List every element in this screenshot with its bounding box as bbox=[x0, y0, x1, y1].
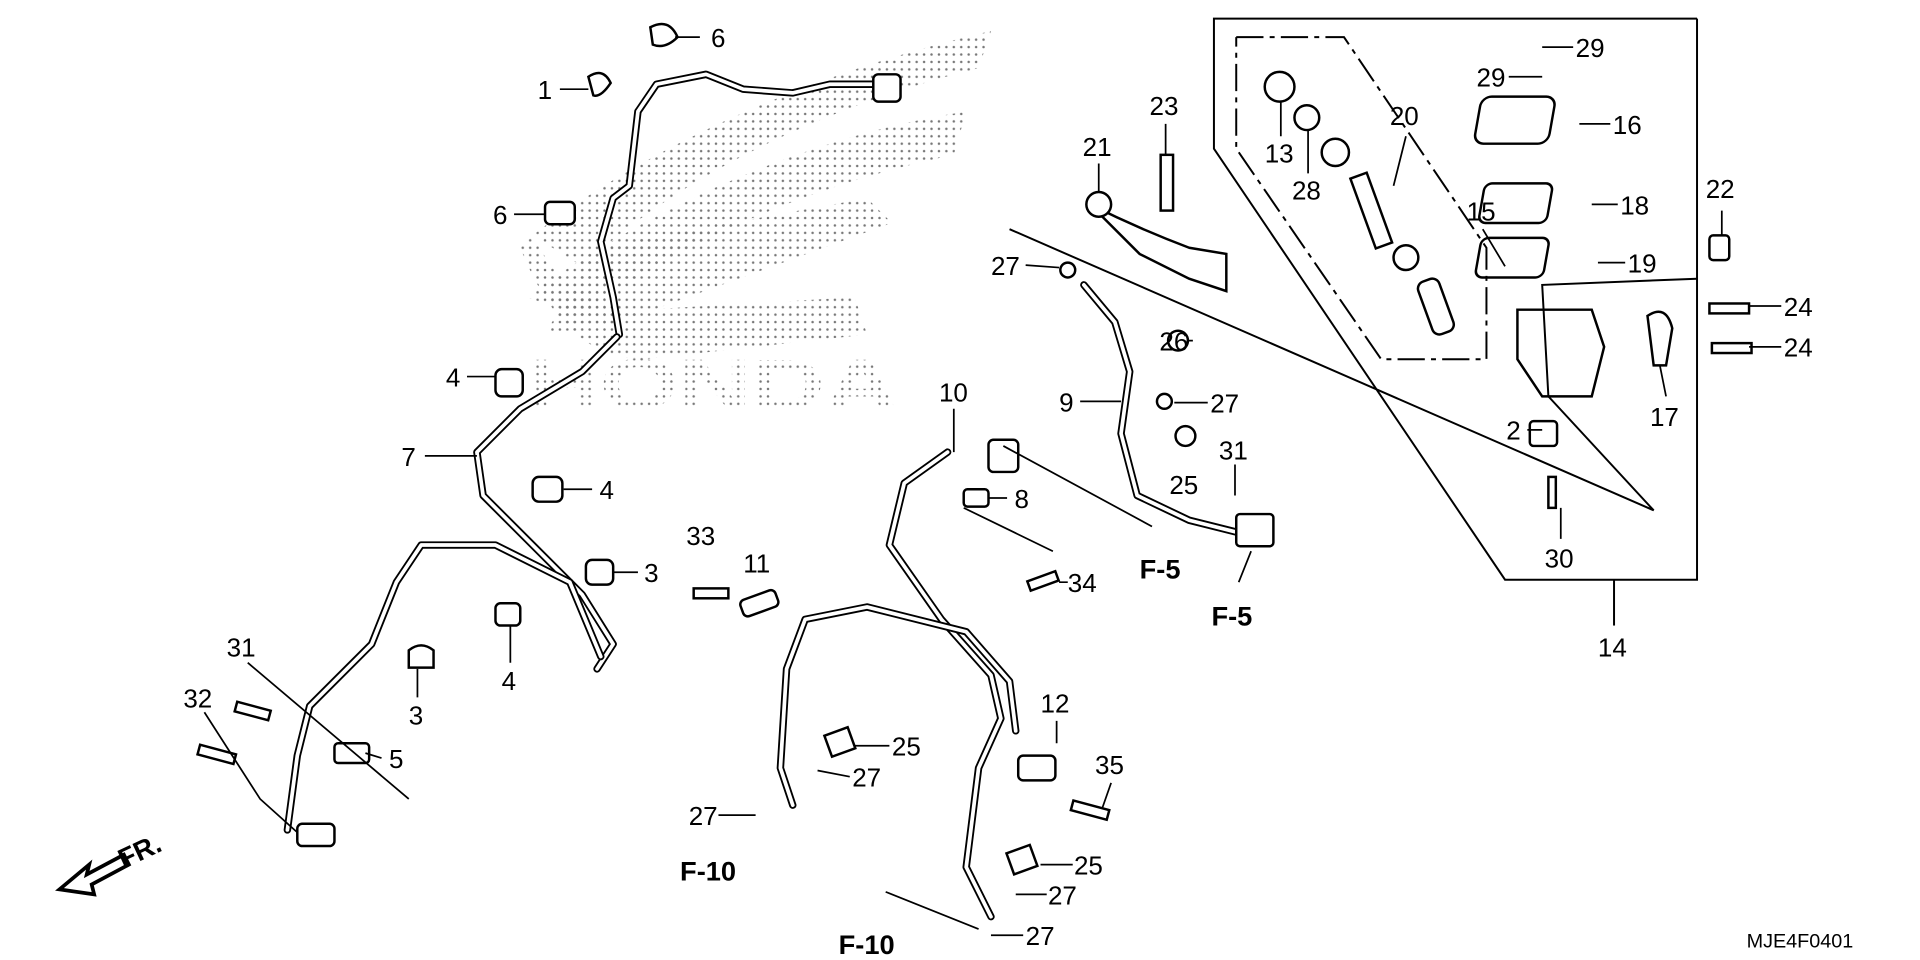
reference-f10[interactable]: F-10 bbox=[839, 929, 895, 960]
callout-4: 4 bbox=[446, 362, 460, 392]
callout-20: 20 bbox=[1390, 101, 1419, 131]
reference-f5[interactable]: F-5 bbox=[1211, 601, 1252, 632]
callout-10: 10 bbox=[939, 377, 968, 407]
callout-34: 34 bbox=[1068, 568, 1097, 598]
callout-6: 6 bbox=[493, 200, 507, 230]
callout-35: 35 bbox=[1095, 750, 1124, 780]
callout-8: 8 bbox=[1015, 484, 1029, 514]
honda-wing-watermark: HONDA bbox=[520, 30, 991, 425]
callout-13: 13 bbox=[1265, 138, 1294, 168]
callout-29: 29 bbox=[1576, 33, 1605, 63]
callout-24: 24 bbox=[1784, 292, 1813, 322]
assembly-frames bbox=[1009, 17, 1699, 626]
callout-31: 31 bbox=[227, 633, 256, 663]
callout-25: 25 bbox=[892, 732, 921, 762]
brake-hoses bbox=[283, 70, 1243, 921]
callout-21: 21 bbox=[1083, 132, 1112, 162]
front-direction-marker: FR. bbox=[55, 828, 166, 897]
callout-23: 23 bbox=[1150, 91, 1179, 121]
callout-7: 7 bbox=[401, 442, 415, 472]
callout-27: 27 bbox=[991, 251, 1020, 281]
reference-f10[interactable]: F-10 bbox=[680, 856, 736, 887]
callout-19: 19 bbox=[1628, 249, 1657, 279]
callout-30: 30 bbox=[1545, 543, 1574, 573]
parts bbox=[196, 22, 1753, 876]
callout-25: 25 bbox=[1074, 851, 1103, 881]
leader-lines bbox=[203, 36, 1782, 937]
diagram-code: MJE4F0401 bbox=[1747, 931, 1854, 953]
callout-17: 17 bbox=[1650, 402, 1679, 432]
callout-3: 3 bbox=[644, 558, 658, 588]
callout-16: 16 bbox=[1613, 110, 1642, 140]
callout-27: 27 bbox=[852, 763, 881, 793]
front-arrow-icon bbox=[55, 852, 132, 897]
callout-4: 4 bbox=[600, 475, 614, 505]
callout-27: 27 bbox=[1048, 880, 1077, 910]
callout-18: 18 bbox=[1620, 190, 1649, 220]
callout-1: 1 bbox=[538, 75, 552, 105]
callout-26: 26 bbox=[1159, 327, 1188, 357]
callout-9: 9 bbox=[1059, 387, 1073, 417]
reference-f5[interactable]: F-5 bbox=[1140, 553, 1181, 584]
callout-12: 12 bbox=[1041, 688, 1070, 718]
callout-14: 14 bbox=[1598, 633, 1627, 663]
callout-27: 27 bbox=[1026, 921, 1055, 951]
callout-11: 11 bbox=[743, 548, 770, 578]
callout-33: 33 bbox=[686, 521, 715, 551]
callout-6: 6 bbox=[711, 23, 725, 53]
reference-labels: F-5 F-5 F-10 F-10 bbox=[680, 553, 1252, 959]
callout-24: 24 bbox=[1784, 333, 1813, 363]
callout-2: 2 bbox=[1506, 416, 1520, 446]
honda-logo-text: HONDA bbox=[526, 345, 898, 425]
callout-27: 27 bbox=[1210, 388, 1239, 418]
callout-5: 5 bbox=[389, 744, 403, 774]
callout-15: 15 bbox=[1467, 196, 1496, 226]
callout-31: 31 bbox=[1219, 436, 1248, 466]
callout-27: 27 bbox=[689, 801, 718, 831]
callout-32: 32 bbox=[183, 683, 212, 713]
callout-25: 25 bbox=[1169, 470, 1198, 500]
callout-labels: 1 6 6 4 7 4 3 4 3 5 31 32 33 11 10 8 34 … bbox=[183, 23, 1812, 951]
callout-28: 28 bbox=[1292, 175, 1321, 205]
callout-22: 22 bbox=[1706, 174, 1735, 204]
callout-4: 4 bbox=[502, 666, 516, 696]
callout-29: 29 bbox=[1477, 63, 1506, 93]
callout-3: 3 bbox=[409, 701, 423, 731]
